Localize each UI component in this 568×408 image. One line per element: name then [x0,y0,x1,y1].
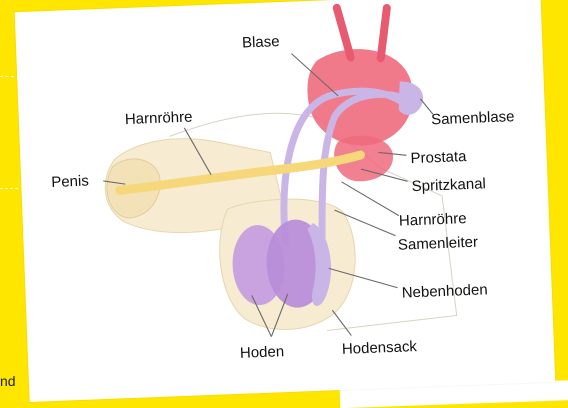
label-nebenhoden: Nebenhoden [401,281,488,301]
label-samenleiter: Samenleiter [398,234,479,254]
label-blase: Blase [242,33,280,51]
label-hodensack: Hodensack [342,338,418,358]
anatomy-diagram: Blase Harnröhre Penis Samenblase Prostat… [15,0,556,402]
label-penis: Penis [51,173,89,191]
anatomy-diagram-card: Blase Harnröhre Penis Samenblase Prostat… [15,0,556,402]
label-harnroehre-right: Harnröhre [399,210,467,230]
page-divider-left [0,76,14,77]
leader-harnroehre-right [341,180,398,218]
ureter-right [379,8,389,58]
page-text-fragment: nd [0,373,16,389]
ureter-left [337,7,351,57]
page-divider-left-lower [0,188,18,189]
leader-hodensack [332,310,351,337]
label-spritzkanal: Spritzkanal [411,175,486,195]
label-samenblase: Samenblase [431,108,515,128]
label-harnroehre-top: Harnröhre [125,109,193,129]
label-hoden: Hoden [240,343,285,362]
label-prostata: Prostata [410,148,467,167]
